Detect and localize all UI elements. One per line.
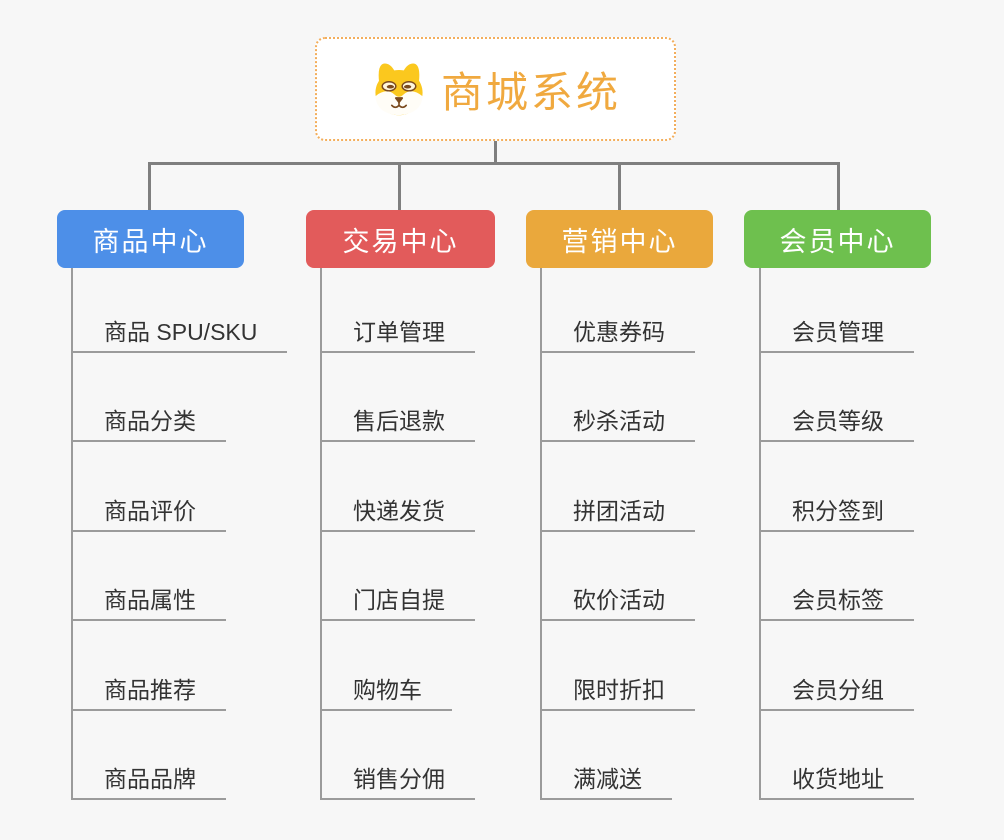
sub-topic[interactable]: 商品推荐	[71, 677, 226, 711]
branch-node-trade-center[interactable]: 交易中心	[306, 210, 495, 268]
sub-topic[interactable]: 会员等级	[759, 408, 914, 442]
sub-topic[interactable]: 商品分类	[71, 408, 226, 442]
sub-topic[interactable]: 商品品牌	[71, 766, 226, 800]
branch-node-marketing-center[interactable]: 营销中心	[526, 210, 713, 268]
root-node[interactable]: 商城系统	[315, 37, 676, 141]
sub-topic[interactable]: 限时折扣	[540, 677, 695, 711]
sub-topic[interactable]: 积分签到	[759, 498, 914, 532]
branch-node-member-center[interactable]: 会员中心	[744, 210, 931, 268]
subtree-trunk-line	[759, 268, 761, 800]
sub-topic[interactable]: 商品属性	[71, 587, 226, 621]
root-title: 商城系统	[440, 68, 621, 116]
sub-topic[interactable]: 快递发货	[320, 498, 475, 532]
sub-topic[interactable]: 会员分组	[759, 677, 914, 711]
sub-topic[interactable]: 满减送	[540, 766, 672, 800]
shiba-dog-icon	[375, 63, 423, 116]
sub-topic[interactable]: 售后退款	[320, 408, 475, 442]
subtree-trunk-line	[71, 268, 73, 800]
connector-drop	[148, 162, 151, 210]
sub-topic[interactable]: 会员管理	[759, 319, 914, 353]
connector-drop	[398, 162, 401, 210]
sub-topic[interactable]: 销售分佣	[320, 766, 475, 800]
sub-topic[interactable]: 门店自提	[320, 587, 475, 621]
sub-topic[interactable]: 优惠券码	[540, 319, 695, 353]
connector-drop	[837, 162, 840, 210]
sub-topic[interactable]: 砍价活动	[540, 587, 695, 621]
subtree-trunk-line	[320, 268, 322, 800]
sub-topic[interactable]: 商品评价	[71, 498, 226, 532]
sub-topic[interactable]: 购物车	[320, 677, 452, 711]
connector-horizontal-bus	[148, 162, 840, 165]
subtree-trunk-line	[540, 268, 542, 800]
sub-topic[interactable]: 拼团活动	[540, 498, 695, 532]
sub-topic[interactable]: 会员标签	[759, 587, 914, 621]
sub-topic[interactable]: 秒杀活动	[540, 408, 695, 442]
sub-topic[interactable]: 商品 SPU/SKU	[71, 319, 288, 353]
sub-topic[interactable]: 订单管理	[320, 319, 475, 353]
sub-topic[interactable]: 收货地址	[759, 766, 914, 800]
branch-node-product-center[interactable]: 商品中心	[57, 210, 244, 268]
connector-drop	[618, 162, 621, 210]
connector-root-stem	[494, 141, 497, 165]
